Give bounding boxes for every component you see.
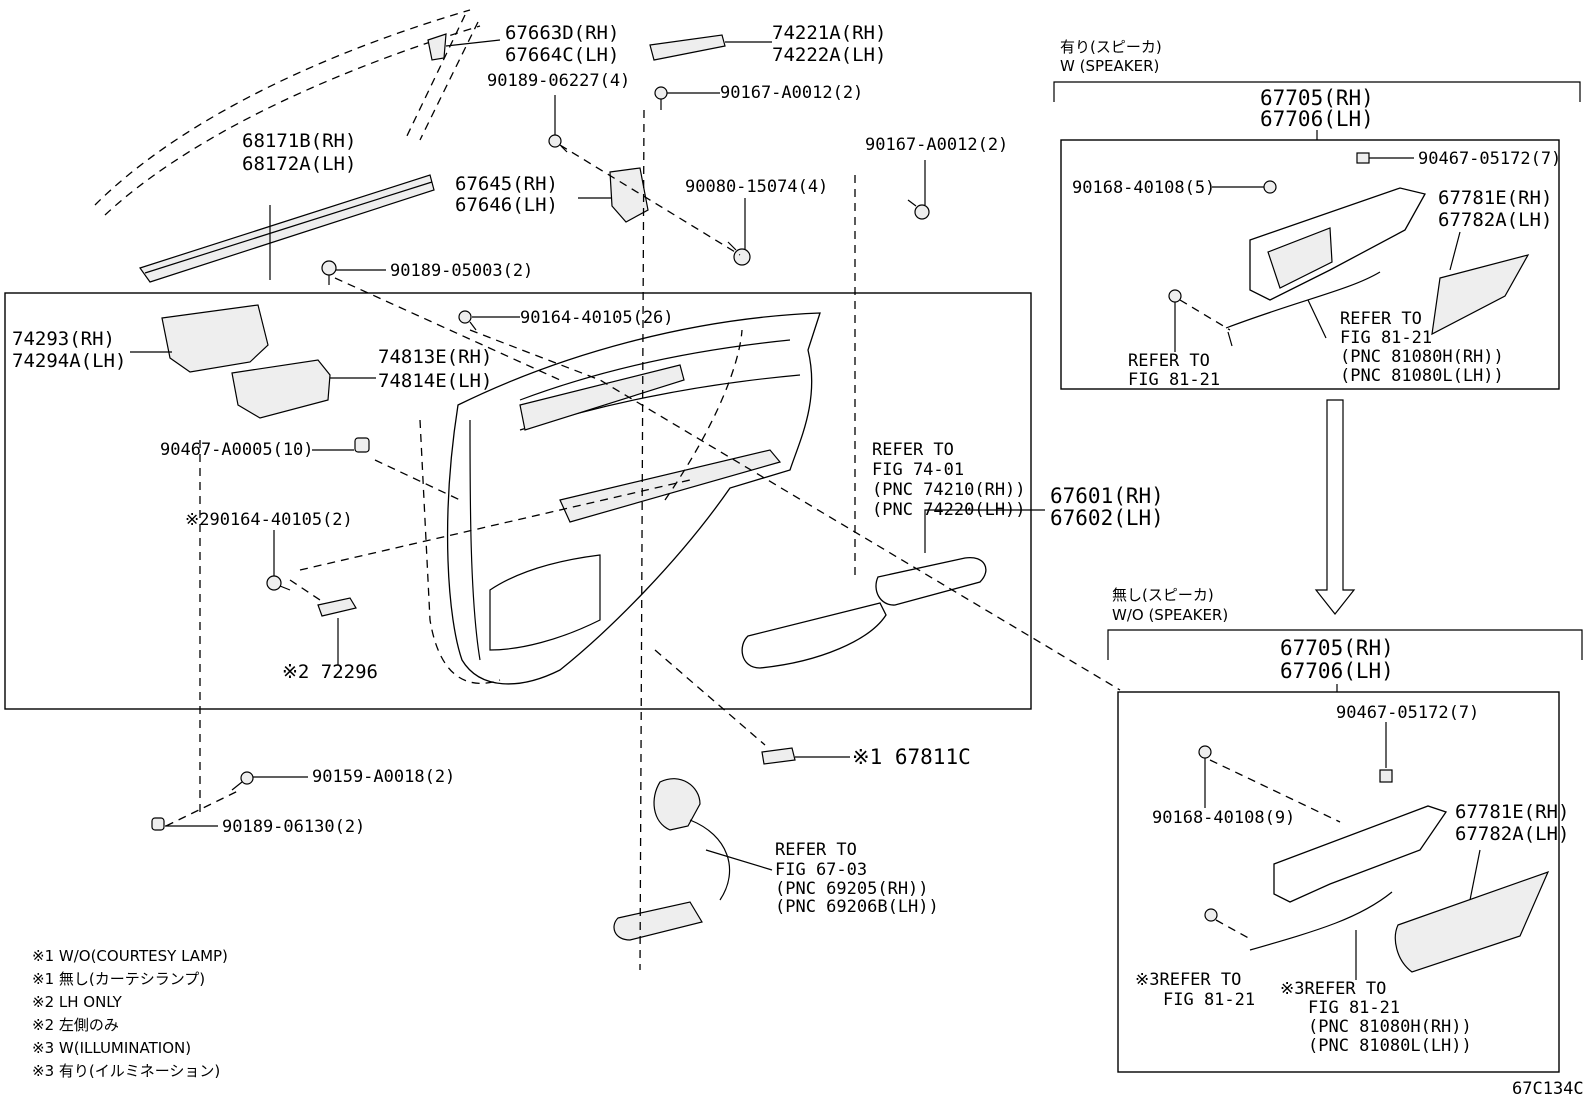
label-67601: 67601(RH) [1050,484,1164,508]
label-90167-a0012-right: 90167-A0012(2) [865,135,1008,155]
speaker-bracket [1053,81,1581,102]
label-74813e: 74813E(RH) [378,346,492,368]
nospeaker-ref-right-4: (PNC 81080L(LH)) [1308,1036,1472,1056]
nospeaker-label-67781e: 67781E(RH) [1455,801,1569,823]
nospeaker-frame [1117,691,1560,1073]
label-67645: 67645(RH) [455,173,558,195]
speaker-label-67781e: 67781E(RH) [1438,187,1552,209]
arrow-down-icon [1314,399,1356,615]
lower-trim [741,602,887,669]
speaker-harness [1225,271,1381,347]
label-74294a: 74294A(LH) [12,350,126,372]
speaker-ref-right-2: FIG 81-21 [1340,328,1432,348]
label-67602: 67602(LH) [1050,506,1164,530]
ref-fig7401-line2: FIG 74-01 [872,460,964,480]
window-frame-pillar [404,14,466,141]
label-74293: 74293(RH) [12,328,115,350]
window-frame-pillar-inner [419,21,479,141]
main-panel-frame [4,292,1032,710]
footnote-2-jp: ※2 左側のみ [32,1016,119,1034]
screw-icon [231,86,930,791]
label-90167-a0012-top: 90167-A0012(2) [720,83,863,103]
corner-cover [427,33,447,61]
speaker-ref-left-2: FIG 81-21 [1128,370,1220,390]
window-frame-outline-inner [104,25,481,216]
label-68171b: 68171B(RH) [242,130,356,152]
speaker-cover [1431,254,1530,336]
nospeaker-ref-right-1: ※3REFER TO [1280,979,1386,999]
label-74814e: 74814E(LH) [378,370,492,392]
speaker-ref-right-4: (PNC 81080L(LH)) [1340,366,1504,386]
label-90189-06130: 90189-06130(2) [222,817,365,837]
speaker-heading-jp: 有り(スピーカ) [1060,38,1162,56]
footnote-2-en: ※2 LH ONLY [32,993,123,1011]
speaker-label-67706: 67706(LH) [1260,107,1374,131]
nospeaker-ref-left-2: FIG 81-21 [1163,990,1255,1010]
nospeaker-heading-jp: 無し(スピーカ) [1112,586,1214,604]
courtesy-lamp [761,747,796,765]
speaker-label-90168-40108: 90168-40108(5) [1072,178,1215,198]
speaker-grille-frame [1249,187,1426,301]
label-74222a: 74222A(LH) [772,44,886,66]
speaker-ref-left-1: REFER TO [1128,351,1210,371]
ref-fig6703-line1: REFER TO [775,840,857,860]
label-90080-15074: 90080-15074(4) [685,177,828,197]
speaker-ref-right-1: REFER TO [1340,309,1422,329]
window-frame-outline [94,9,471,206]
label-68172a: 68172A(LH) [242,153,356,175]
ref-fig7401-line1: REFER TO [872,440,954,460]
ref-fig6703-line2: FIG 67-03 [775,860,867,880]
nospeaker-label-67782a: 67782A(LH) [1455,823,1569,845]
bracket-74813e [231,359,331,419]
bracket-67645 [609,167,649,223]
footnote-1-en: ※1 W/O(COURTESY LAMP) [32,947,228,965]
nospeaker-label-67706: 67706(LH) [1280,659,1394,683]
nospeaker-heading-en: W/O (SPEAKER) [1112,606,1228,624]
bracket-74293 [161,304,269,373]
nospeaker-ref-left-1: ※3REFER TO [1135,970,1241,990]
label-90159-a0018: 90159-A0018(2) [312,767,455,787]
diagram-code: 67C134C [1512,1079,1584,1099]
footnote-3-en: ※3 W(ILLUMINATION) [32,1039,191,1057]
speaker-heading-en: W (SPEAKER) [1060,57,1159,75]
label-90164-40105: 90164-40105(26) [520,308,674,328]
clip-icon [151,437,370,831]
armrest [875,557,987,606]
nospeaker-ref-right-3: (PNC 81080H(RH)) [1308,1017,1472,1037]
ref-fig6703-line4: (PNC 69206B(LH)) [775,897,939,917]
nospeaker-cover [1394,870,1550,973]
nospeaker-grille-frame [1273,805,1448,903]
label-90164-40105-lh: ※290164-40105(2) [185,510,353,530]
label-67664c: 67664C(LH) [505,44,619,66]
garnish-74221a [649,34,726,61]
ref-fig7401-line4: (PNC 74220(LH)) [872,500,1026,520]
speaker-frame [1060,139,1560,390]
speaker-label-67705: 67705(RH) [1260,86,1374,110]
label-90189-05003: 90189-05003(2) [390,261,533,281]
label-67811c: ※1 67811C [852,745,971,769]
switch-72296 [317,597,357,617]
nospeaker-label-90168-40108: 90168-40108(9) [1152,808,1295,828]
label-72296: ※2 72296 [282,661,378,683]
label-67663d: 67663D(RH) [505,22,619,44]
handle-cable-assy [653,778,701,831]
nospeaker-harness [1249,891,1393,951]
label-90189-06227: 90189-06227(4) [487,71,630,91]
nospeaker-bracket [1107,629,1583,660]
speaker-label-67782a: 67782A(LH) [1438,209,1552,231]
label-74221a: 74221A(RH) [772,22,886,44]
footnote-3-jp: ※3 有り(イルミネーション) [32,1062,220,1080]
nospeaker-label-67705: 67705(RH) [1280,636,1394,660]
ref-fig6703-line3: (PNC 69205(RH)) [775,879,929,899]
nospeaker-label-90467-05172: 90467-05172(7) [1336,703,1479,723]
nospeaker-ref-right-2: FIG 81-21 [1308,998,1400,1018]
label-90467-a0005: 90467-A0005(10) [160,440,314,460]
label-67646: 67646(LH) [455,194,558,216]
ref-fig7401-line3: (PNC 74210(RH)) [872,480,1026,500]
footnote-1-jp: ※1 無し(カーテシランプ) [32,970,205,988]
speaker-ref-right-3: (PNC 81080H(RH)) [1340,347,1504,367]
speaker-label-90467-05172: 90467-05172(7) [1418,149,1561,169]
